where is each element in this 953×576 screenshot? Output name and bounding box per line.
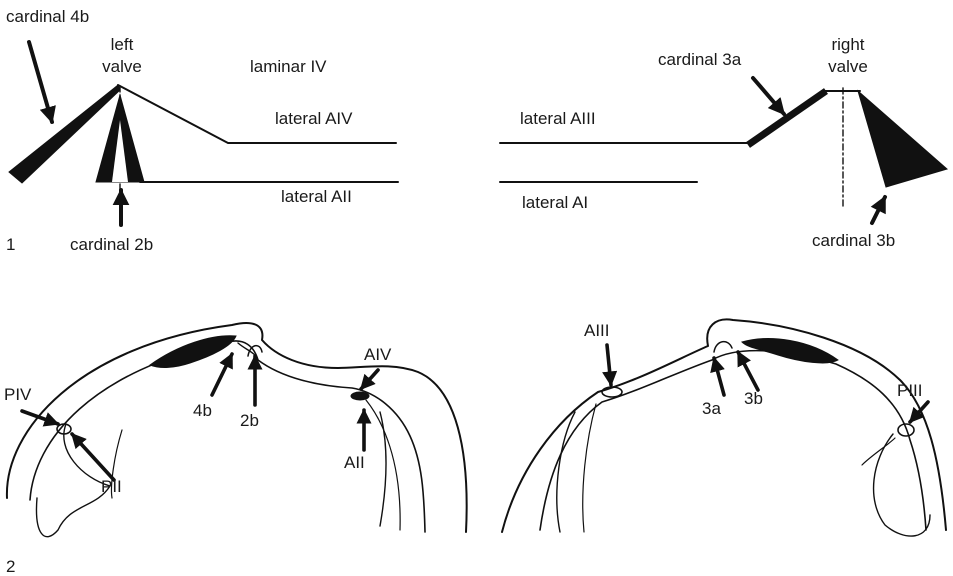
label-cardinal-3a: cardinal 3a xyxy=(658,50,742,69)
left-fold xyxy=(37,424,110,537)
label-3a: 3a xyxy=(702,399,721,418)
left-shell-outer-arc xyxy=(7,323,467,532)
label-cardinal-3b: cardinal 3b xyxy=(812,231,895,250)
aiv-pore xyxy=(351,392,369,400)
panel-2-sections: PIV PII 4b 2b AIV AII AIII 3a 3b xyxy=(4,319,946,576)
arrow-3a xyxy=(714,358,724,395)
label-aii: AII xyxy=(344,453,365,472)
panel-1-schematic: cardinal 4b left valve laminar IV latera… xyxy=(6,7,947,254)
label-lateral-ai: lateral AI xyxy=(522,193,588,212)
arrow-piv xyxy=(22,411,58,424)
label-lateral-aiii: lateral AIII xyxy=(520,109,596,128)
right-hinge-tooth xyxy=(714,342,732,352)
label-right-valve-2: valve xyxy=(828,57,868,76)
right-shell-inner-arc xyxy=(540,351,926,530)
arrow-3b xyxy=(738,352,758,390)
label-lateral-aii: lateral AII xyxy=(281,187,352,206)
right-lower-lobe-2 xyxy=(583,404,596,532)
label-left-valve-2: valve xyxy=(102,57,142,76)
arrow-4b xyxy=(212,354,232,395)
label-panel-1: 1 xyxy=(6,235,15,254)
right-valve-section: AIII 3a 3b PIII xyxy=(502,319,946,536)
arrow-aiv xyxy=(361,370,378,389)
label-piv: PIV xyxy=(4,385,32,404)
arrow-cardinal-4b xyxy=(29,42,52,122)
label-cardinal-2b: cardinal 2b xyxy=(70,235,153,254)
arrow-cardinal-3b xyxy=(872,197,885,223)
label-2b: 2b xyxy=(240,411,259,430)
label-pii: PII xyxy=(101,477,122,496)
label-3b: 3b xyxy=(744,389,763,408)
label-4b: 4b xyxy=(193,401,212,420)
laminar-iv-line xyxy=(118,85,396,143)
right-lower-lobe xyxy=(557,412,575,532)
label-aiii: AIII xyxy=(584,321,610,340)
label-left-valve-1: left xyxy=(111,35,134,54)
label-aiv: AIV xyxy=(364,345,392,364)
arrow-aiii xyxy=(607,345,611,385)
label-panel-2: 2 xyxy=(6,557,15,576)
arrow-cardinal-3a xyxy=(753,78,784,114)
label-right-valve-1: right xyxy=(831,35,864,54)
cardinal-3a-bar xyxy=(748,91,826,145)
label-cardinal-4b: cardinal 4b xyxy=(6,7,89,26)
label-lateral-aiv: lateral AIV xyxy=(275,109,353,128)
label-piii: PIII xyxy=(897,381,923,400)
cardinal-3b-triangle xyxy=(858,91,947,187)
arrow-pii xyxy=(72,434,114,480)
label-laminar-iv: laminar IV xyxy=(250,57,327,76)
left-valve-section: PIV PII 4b 2b AIV AII xyxy=(4,323,467,537)
